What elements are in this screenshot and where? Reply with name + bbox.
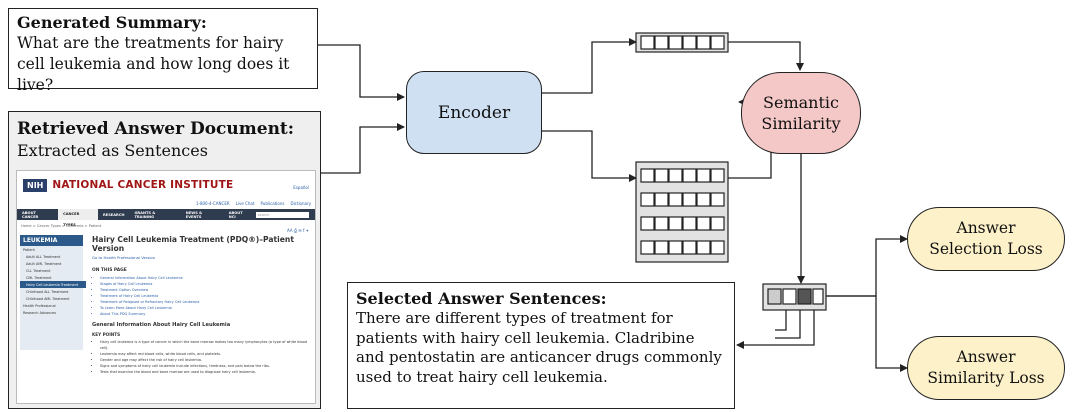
sidebar: LEUKEMIA Patient Adult ALL Treatment Adu… — [20, 235, 86, 350]
utility-link[interactable]: Dictionary — [290, 201, 311, 206]
webpage-nav: ABOUT CANCER CANCER TYPES RESEARCH GRANT… — [17, 209, 315, 227]
page-title: Hairy Cell Leukemia Treatment (PDQ®)–Pat… — [92, 235, 294, 253]
selection-vector — [762, 283, 827, 311]
sidebar-item[interactable]: Adult ALL Treatment — [26, 254, 61, 259]
sidebar-item[interactable]: Health Professional — [23, 303, 56, 308]
encoder-node: Encoder — [406, 71, 542, 154]
section-title: General Information About Hairy Cell Leu… — [92, 322, 231, 328]
toc-link[interactable]: About This PDQ Summary — [100, 311, 312, 317]
sidebar-item-selected[interactable]: Hairy Cell Leukemia Treatment — [20, 281, 86, 288]
webpage-header: NIH NATIONAL CANCER INSTITUTE — [17, 171, 315, 199]
key-points-list: Hairy cell leukemia is a type of cancer … — [92, 339, 312, 375]
toc-link[interactable]: General Information About Hairy Cell Leu… — [100, 275, 312, 281]
toc-link[interactable]: To Learn More About Hairy Cell Leukemia — [100, 305, 312, 311]
semantic-similarity-node: Semantic Similarity — [741, 72, 861, 154]
key-point: Tests that examine the blood and bone ma… — [100, 369, 312, 375]
encoder-label: Encoder — [437, 102, 511, 123]
sentence-embedding-matrix — [635, 161, 729, 263]
utility-link[interactable]: 1-800-4-CANCER — [195, 201, 230, 206]
org-name: NATIONAL CANCER INSTITUTE — [52, 179, 234, 191]
semantic-similarity-line1: Semantic — [763, 93, 839, 112]
arrow-selection-to-selection-loss — [826, 235, 908, 297]
summary-embedding-vector — [635, 32, 729, 53]
arrow-selection-to-selected-box — [737, 310, 815, 345]
toc-link[interactable]: Treatment of Hairy Cell Leukemia — [100, 293, 312, 299]
sidebar-item[interactable]: CML Treatment — [26, 275, 52, 280]
selected-sentences-box: Selected Answer Sentences: There are dif… — [347, 282, 735, 409]
search-input[interactable]: search — [255, 211, 310, 218]
selected-sentences-text: There are different types of treatment f… — [356, 309, 722, 386]
semantic-similarity-line2: Similarity — [761, 114, 841, 133]
arrow-selection-to-similarity-loss — [826, 295, 908, 372]
arrow-encoder-to-sentence-vectors — [542, 130, 637, 182]
sidebar-item[interactable]: Childhood AML Treatment — [26, 296, 70, 301]
on-this-page-heading: ON THIS PAGE — [92, 268, 127, 273]
webpage-screenshot: NIH NATIONAL CANCER INSTITUTE Español 1-… — [16, 170, 316, 404]
answer-selection-loss-node: Answer Selection Loss — [907, 207, 1065, 271]
sidebar-item[interactable]: Patient — [23, 247, 35, 252]
utility-links: 1-800-4-CANCER Live Chat Publications Di… — [17, 201, 315, 208]
toc-list: General Information About Hairy Cell Leu… — [92, 275, 312, 317]
nav-item[interactable]: NEWS & EVENTS — [185, 210, 203, 219]
similarity-loss-line1: Answer — [956, 348, 1016, 366]
nav-item-active[interactable]: CANCER TYPES — [58, 209, 98, 227]
breadcrumb: Home > Cancer Types > Leukemia > Patient — [21, 224, 102, 228]
key-point: Hairy cell leukemia is a type of cancer … — [100, 339, 312, 351]
generated-summary-title: Generated Summary: — [17, 13, 207, 32]
sidebar-title: LEUKEMIA — [20, 235, 83, 246]
key-point: Signs and symptoms of hairy cell leukemi… — [100, 363, 312, 369]
sidebar-item[interactable]: Childhood ALL Treatment — [26, 289, 69, 294]
arrow-document-to-encoder — [321, 123, 405, 174]
key-points-heading: KEY POINTS — [92, 332, 121, 337]
retrieved-document-subtitle: Extracted as Sentences — [17, 141, 208, 160]
toc-link[interactable]: Treatment of Relapsed or Refractory Hair… — [100, 299, 312, 305]
selection-loss-line1: Answer — [956, 219, 1016, 237]
selection-loss-line2: Selection Loss — [929, 240, 1043, 258]
sidebar-item[interactable]: Adult AML Treatment — [26, 261, 62, 266]
webpage-main: Hairy Cell Leukemia Treatment (PDQ®)–Pat… — [92, 235, 312, 375]
selected-sentences-title: Selected Answer Sentences: — [356, 289, 607, 308]
retrieved-document-title: Retrieved Answer Document: — [17, 119, 295, 139]
utility-link[interactable]: Publications — [260, 201, 285, 206]
generated-summary-box: Generated Summary: What are the treatmen… — [8, 8, 318, 94]
sidebar-item[interactable]: Research Advances — [23, 310, 56, 315]
answer-similarity-loss-node: Answer Similarity Loss — [907, 336, 1065, 400]
nav-item[interactable]: ABOUT CANCER — [22, 210, 39, 219]
toc-link[interactable]: Stages of Hairy Cell Leukemia — [100, 281, 312, 287]
nav-item[interactable]: RESEARCH — [103, 212, 125, 217]
arrow-summary-to-encoder — [318, 44, 405, 101]
nav-item[interactable]: ABOUT NCI — [228, 210, 243, 219]
generated-summary-text: What are the treatments for hairy cell l… — [17, 34, 290, 94]
share-icons[interactable]: AA ⎙ ✉ f ✦ — [287, 228, 309, 233]
arrow-encoder-to-summary-vector — [542, 38, 637, 94]
sidebar-item[interactable]: CLL Treatment — [26, 268, 51, 273]
toc-link[interactable]: Treatment Option Overview — [100, 287, 312, 293]
nav-item[interactable]: GRANTS & TRAINING — [134, 210, 156, 219]
similarity-loss-line2: Similarity Loss — [927, 369, 1045, 387]
utility-link[interactable]: Live Chat — [235, 201, 255, 206]
key-point: Leukemia may affect red blood cells, whi… — [100, 351, 312, 357]
nih-logo: NIH — [23, 178, 48, 192]
key-point: Gender and age may affect the risk of ha… — [100, 357, 312, 363]
language-link[interactable]: Español — [293, 185, 309, 190]
arrow-summary-vector-to-similarity — [728, 41, 804, 71]
professional-version-link[interactable]: Go to Health Professional Version — [92, 255, 156, 260]
